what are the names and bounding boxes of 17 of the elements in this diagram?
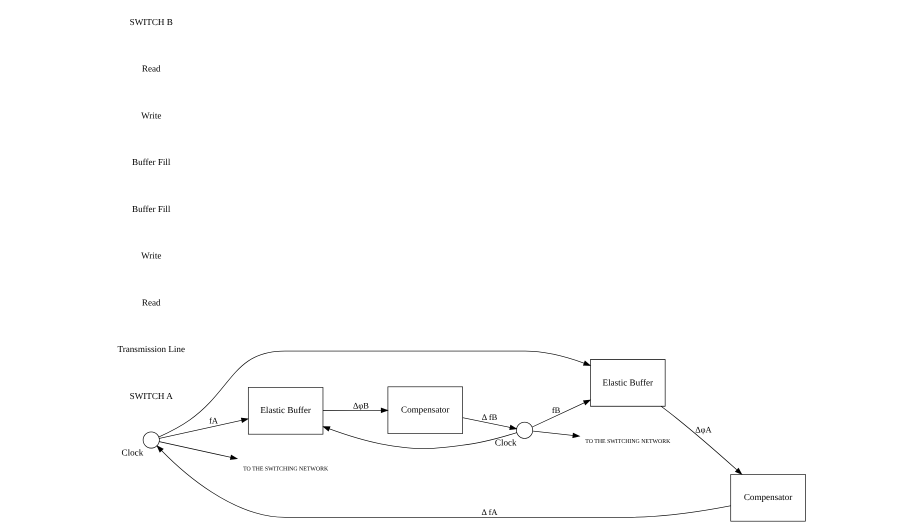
node-label: Clock xyxy=(494,438,517,448)
label: Read xyxy=(142,64,161,74)
edge-label: Δ fB xyxy=(482,412,498,422)
label: Write xyxy=(141,110,162,120)
edge-label: fB xyxy=(552,405,560,415)
edge-label: ΔφA xyxy=(695,424,712,434)
label: Read xyxy=(142,297,161,308)
label: Buffer Fill xyxy=(132,157,170,168)
label: SWITCH B xyxy=(130,16,173,27)
edge-label: fA xyxy=(209,415,218,426)
label: Write xyxy=(141,250,162,261)
node-label: Clock xyxy=(122,447,144,458)
edge-label: ΔφB xyxy=(352,400,369,410)
label: Transmission Line xyxy=(117,344,185,354)
edge-label: Δ fA xyxy=(482,506,498,517)
label: Buffer Fill xyxy=(132,204,170,214)
label: SWITCH A xyxy=(130,390,173,401)
